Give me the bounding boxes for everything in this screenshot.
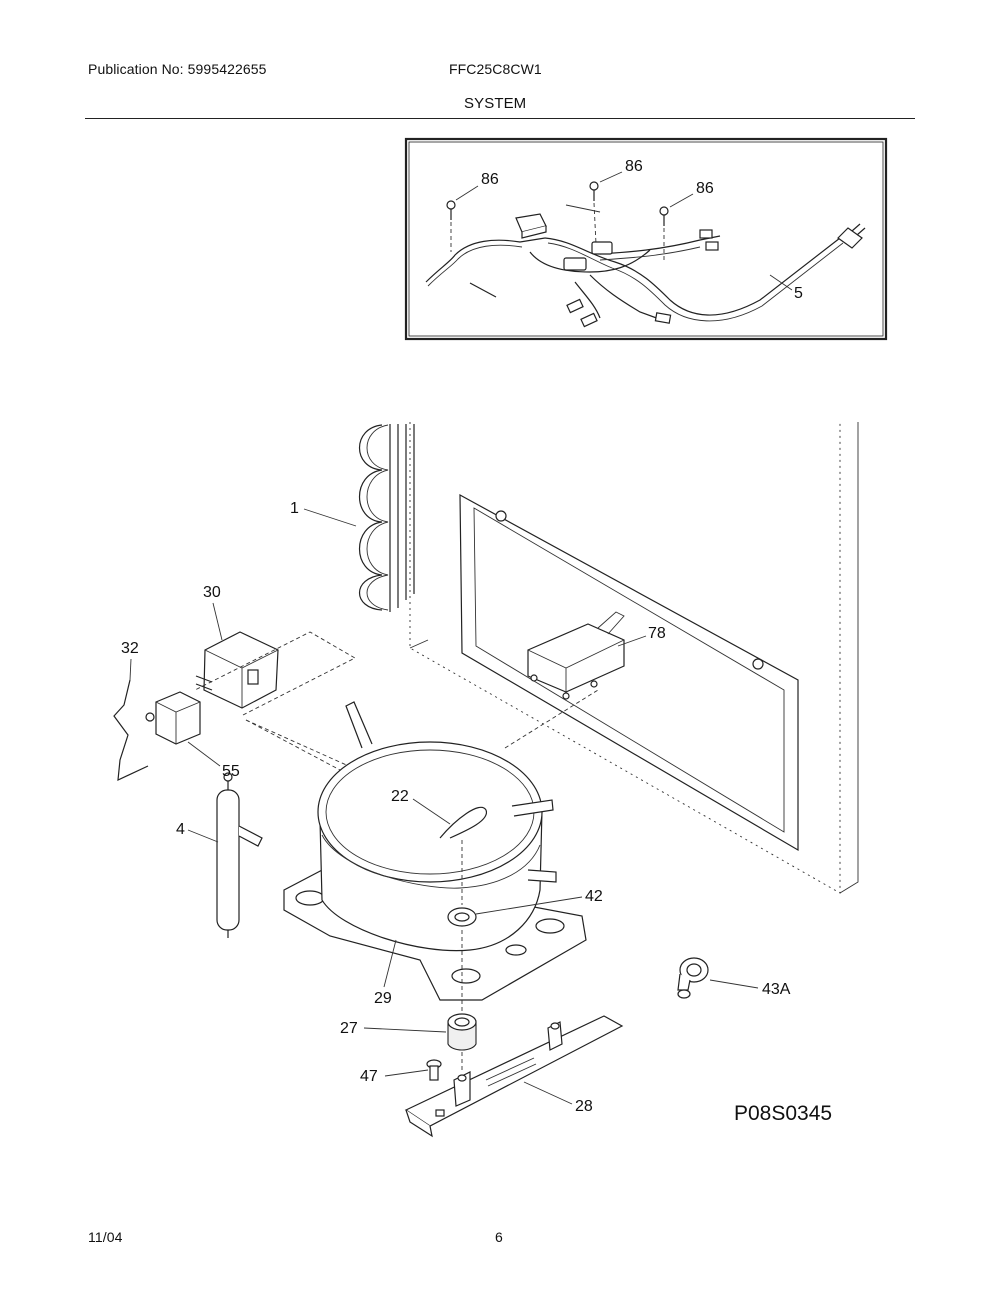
- screw-icon: [659, 206, 669, 226]
- freezer-cabinet-outline: [409, 422, 859, 894]
- callout-28: 28: [575, 1098, 593, 1115]
- model-number: FFC25C8CW1: [449, 61, 542, 77]
- wire-clip-icon: [439, 806, 487, 839]
- terminal-icon: [566, 229, 719, 328]
- callout-5: 5: [794, 285, 803, 302]
- callout-86-c: 86: [696, 180, 714, 197]
- retaining-clip-icon: [113, 679, 149, 781]
- wire-harness-icon: [425, 204, 844, 322]
- page-number: 6: [495, 1229, 503, 1245]
- screw-icon: [446, 200, 456, 220]
- callout-30: 30: [203, 584, 221, 601]
- callout-22: 22: [391, 788, 409, 805]
- screw-icon: [589, 181, 599, 201]
- figure-code: P08S0345: [734, 1102, 832, 1125]
- relay-icon: [195, 631, 279, 709]
- cylinder-component-icon: [563, 241, 613, 271]
- control-module-icon: [527, 611, 625, 700]
- publication-date: 11/04: [88, 1229, 123, 1245]
- callout-86-a: 86: [481, 171, 499, 188]
- connector-block-icon: [515, 213, 547, 239]
- power-plug-icon: [837, 223, 866, 249]
- section-title: SYSTEM: [464, 95, 527, 112]
- callout-42: 42: [585, 888, 603, 905]
- condenser-coil-icon: [358, 424, 415, 612]
- callout-55: 55: [222, 763, 240, 780]
- callout-86-b: 86: [625, 158, 643, 175]
- callout-32: 32: [121, 640, 139, 657]
- bolt-icon: [426, 1059, 442, 1081]
- callout-29: 29: [374, 990, 392, 1007]
- overload-protector-icon: [145, 691, 201, 745]
- callout-78: 78: [648, 625, 666, 642]
- callout-1: 1: [290, 500, 299, 517]
- publication-number: Publication No: 5995422655: [88, 61, 267, 77]
- compressor-icon: [283, 701, 587, 1001]
- mounting-bracket-icon: [404, 1015, 624, 1138]
- wiring-harness-inset: 86 86 86 5: [404, 137, 888, 341]
- rubber-grommet-icon: [447, 1013, 477, 1051]
- hose-clamp-icon: [677, 957, 709, 999]
- callout-4: 4: [176, 821, 185, 838]
- callout-43a: 43A: [762, 981, 791, 998]
- filter-drier-icon: [216, 772, 263, 938]
- header-rule: [85, 118, 915, 119]
- callout-47: 47: [360, 1068, 378, 1085]
- callout-27: 27: [340, 1020, 358, 1037]
